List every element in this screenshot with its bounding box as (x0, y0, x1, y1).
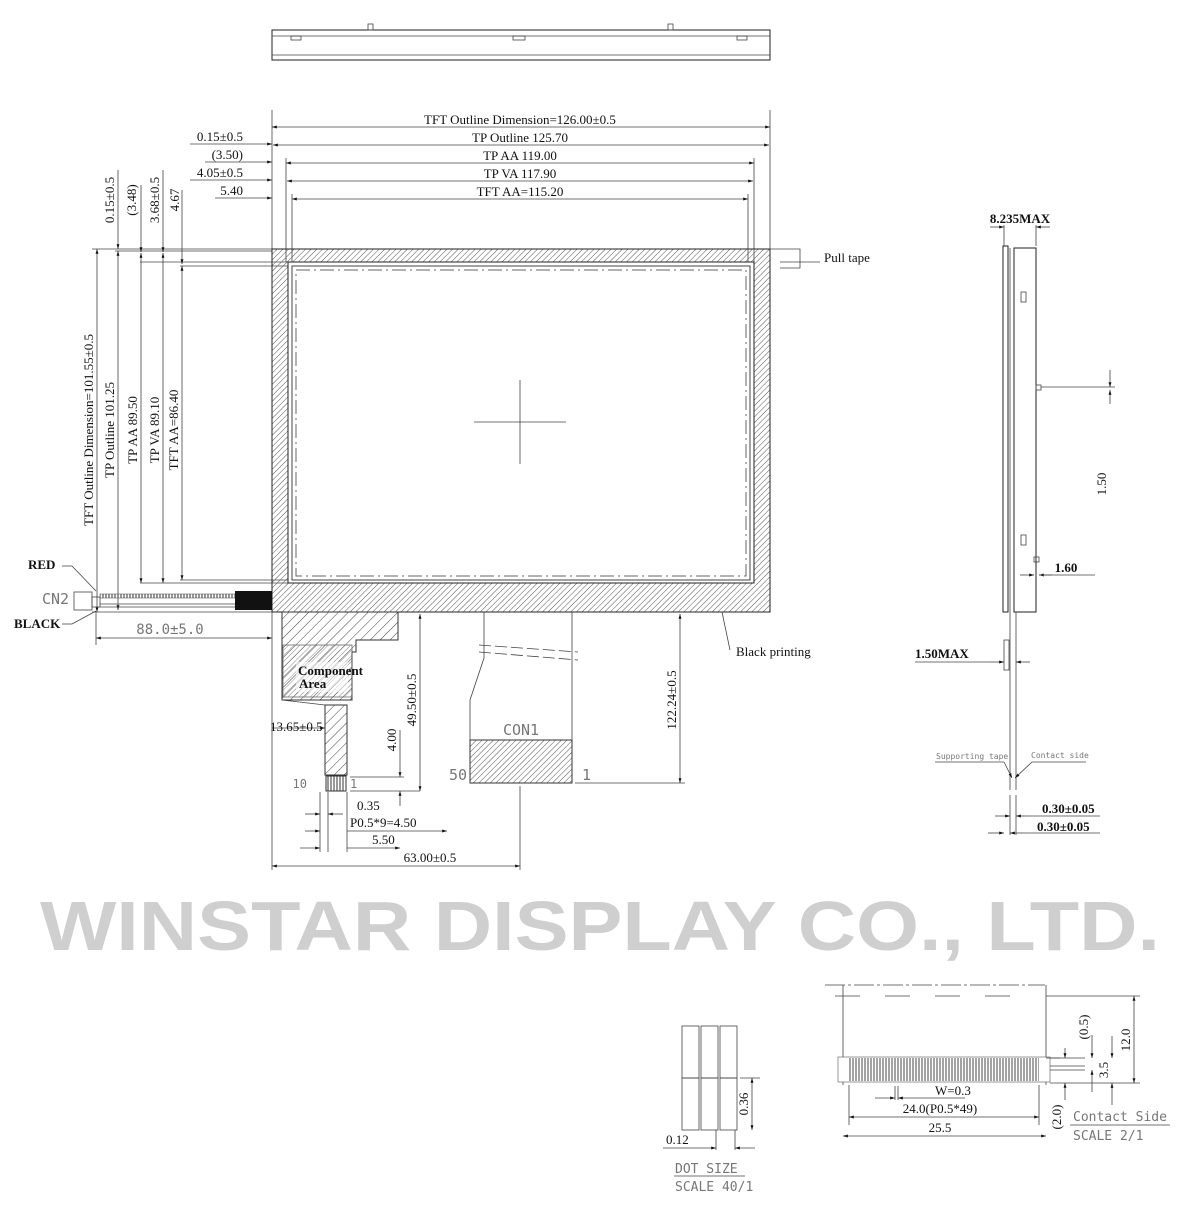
component-area-label: Component (298, 663, 364, 678)
contact-width-w: W=0.3 (935, 1083, 971, 1098)
fpc-length: 49.50±0.5 (404, 674, 419, 727)
dot-size-title: DOT SIZE (675, 1162, 738, 1177)
side-view: 8.235MAX 1.50 1.60 1.50MAX Supporting ta… (915, 211, 1115, 835)
con1-label: CON1 (503, 721, 539, 739)
tft-aa-height: TFT AA=86.40 (166, 390, 181, 471)
black-wire-label: BLACK (14, 616, 61, 631)
fpc-pitch: P0.5*9=4.50 (350, 815, 417, 830)
con1-length: 122.24±0.5 (664, 670, 679, 729)
top-offset-2: (3.48) (124, 184, 139, 215)
side-step: 1.60 (1055, 560, 1078, 575)
side-thickness: 8.235MAX (990, 211, 1051, 226)
dot-size-scale: SCALE 40/1 (675, 1180, 753, 1195)
top-dimensions: TFT Outline Dimension=126.00±0.5 TP Outl… (190, 110, 771, 268)
fpc-offset: 13.65±0.5 (270, 719, 323, 734)
side-fpc-max: 1.50MAX (915, 646, 969, 661)
top-offset-1: 0.15±0.5 (102, 177, 117, 223)
cn2-label: CN2 (42, 590, 69, 608)
contact-dim-20: (2.0) (1049, 1105, 1064, 1130)
top-offset-4: 4.67 (167, 188, 182, 211)
contact-side-scale: SCALE 2/1 (1073, 1129, 1143, 1144)
fpc-width: 5.50 (372, 832, 395, 847)
contact-pitch: 24.0(P0.5*49) (903, 1101, 977, 1116)
tp-va-height: TP VA 89.10 (147, 397, 162, 464)
fpc-length-small: 4.00 (384, 729, 399, 752)
tp-outline-width: TP Outline 125.70 (472, 130, 568, 145)
contact-dim-12: 12.0 (1118, 1029, 1133, 1052)
left-offset-1: 0.15±0.5 (197, 129, 243, 144)
component-area-label-2: Area (299, 676, 327, 691)
left-offset-4: 5.40 (220, 183, 243, 198)
tp-outline-height: TP Outline 101.25 (102, 382, 117, 478)
red-wire-label: RED (28, 557, 55, 572)
contact-total-width: 25.5 (929, 1120, 952, 1135)
watermark: WINSTAR DISPLAY CO., LTD. (40, 887, 1160, 965)
tft-outline-height: TFT Outline Dimension=101.55±0.5 (81, 334, 96, 526)
top-offset-3: 3.68±0.5 (147, 177, 162, 223)
pull-tape (770, 248, 801, 269)
dot-height: 0.36 (736, 1092, 751, 1115)
tp-va-width: TP VA 117.90 (484, 166, 557, 181)
left-offset-3: 4.05±0.5 (197, 165, 243, 180)
fpc-pin-10: 10 (293, 777, 307, 791)
contact-side-detail: 12.0 (0.5) 3.5 (2.0) W=0.3 24.0(P0.5*49)… (825, 984, 1170, 1144)
fpc-pad-width: 0.35 (357, 798, 380, 813)
con1-fpc: CON1 50 1 122.24±0.5 (449, 612, 685, 784)
left-offset-2: (3.50) (212, 147, 243, 162)
cn2-cable: CN2 RED BLACK 88.0±5.0 (14, 557, 272, 645)
dot-size-detail: 0.36 0.12 DOT SIZE SCALE 40/1 (663, 1025, 760, 1195)
fpc-thickness-2: 0.30±0.05 (1037, 819, 1090, 834)
tp-aa-width: TP AA 119.00 (483, 148, 557, 163)
tft-aa-width: TFT AA=115.20 (477, 184, 564, 199)
contact-side-label: Contact side (1031, 751, 1089, 760)
contact-dim-35: 3.5 (1096, 1062, 1111, 1078)
fpc-thickness-1: 0.30±0.05 (1042, 801, 1095, 816)
dot-width: 0.12 (666, 1132, 689, 1147)
contact-side-title: Contact Side (1073, 1110, 1167, 1125)
contact-dim-05: (0.5) (1076, 1015, 1091, 1040)
top-edge-view (271, 23, 771, 61)
fpc-position: 63.00±0.5 (404, 850, 457, 865)
con1-pin-1: 1 (582, 766, 591, 784)
supporting-tape-label: Supporting tape (936, 752, 1008, 761)
pull-tape-label: Pull tape (824, 250, 870, 265)
panel-front-view: Pull tape Black printing (271, 248, 870, 659)
fpc-pin-1: 1 (350, 777, 357, 791)
tft-outline-width: TFT Outline Dimension=126.00±0.5 (424, 112, 616, 127)
tp-aa-height: TP AA 89.50 (125, 396, 140, 464)
black-printing-label: Black printing (736, 644, 811, 659)
con1-pin-50: 50 (449, 766, 467, 784)
left-dimensions: TFT Outline Dimension=101.55±0.5 TP Outl… (81, 170, 292, 613)
side-tape-offset: 1.50 (1094, 473, 1109, 496)
touch-fpc: Component Area 10 1 13.65±0.5 4.00 49.50… (270, 611, 521, 870)
cn2-length: 88.0±5.0 (136, 622, 203, 638)
